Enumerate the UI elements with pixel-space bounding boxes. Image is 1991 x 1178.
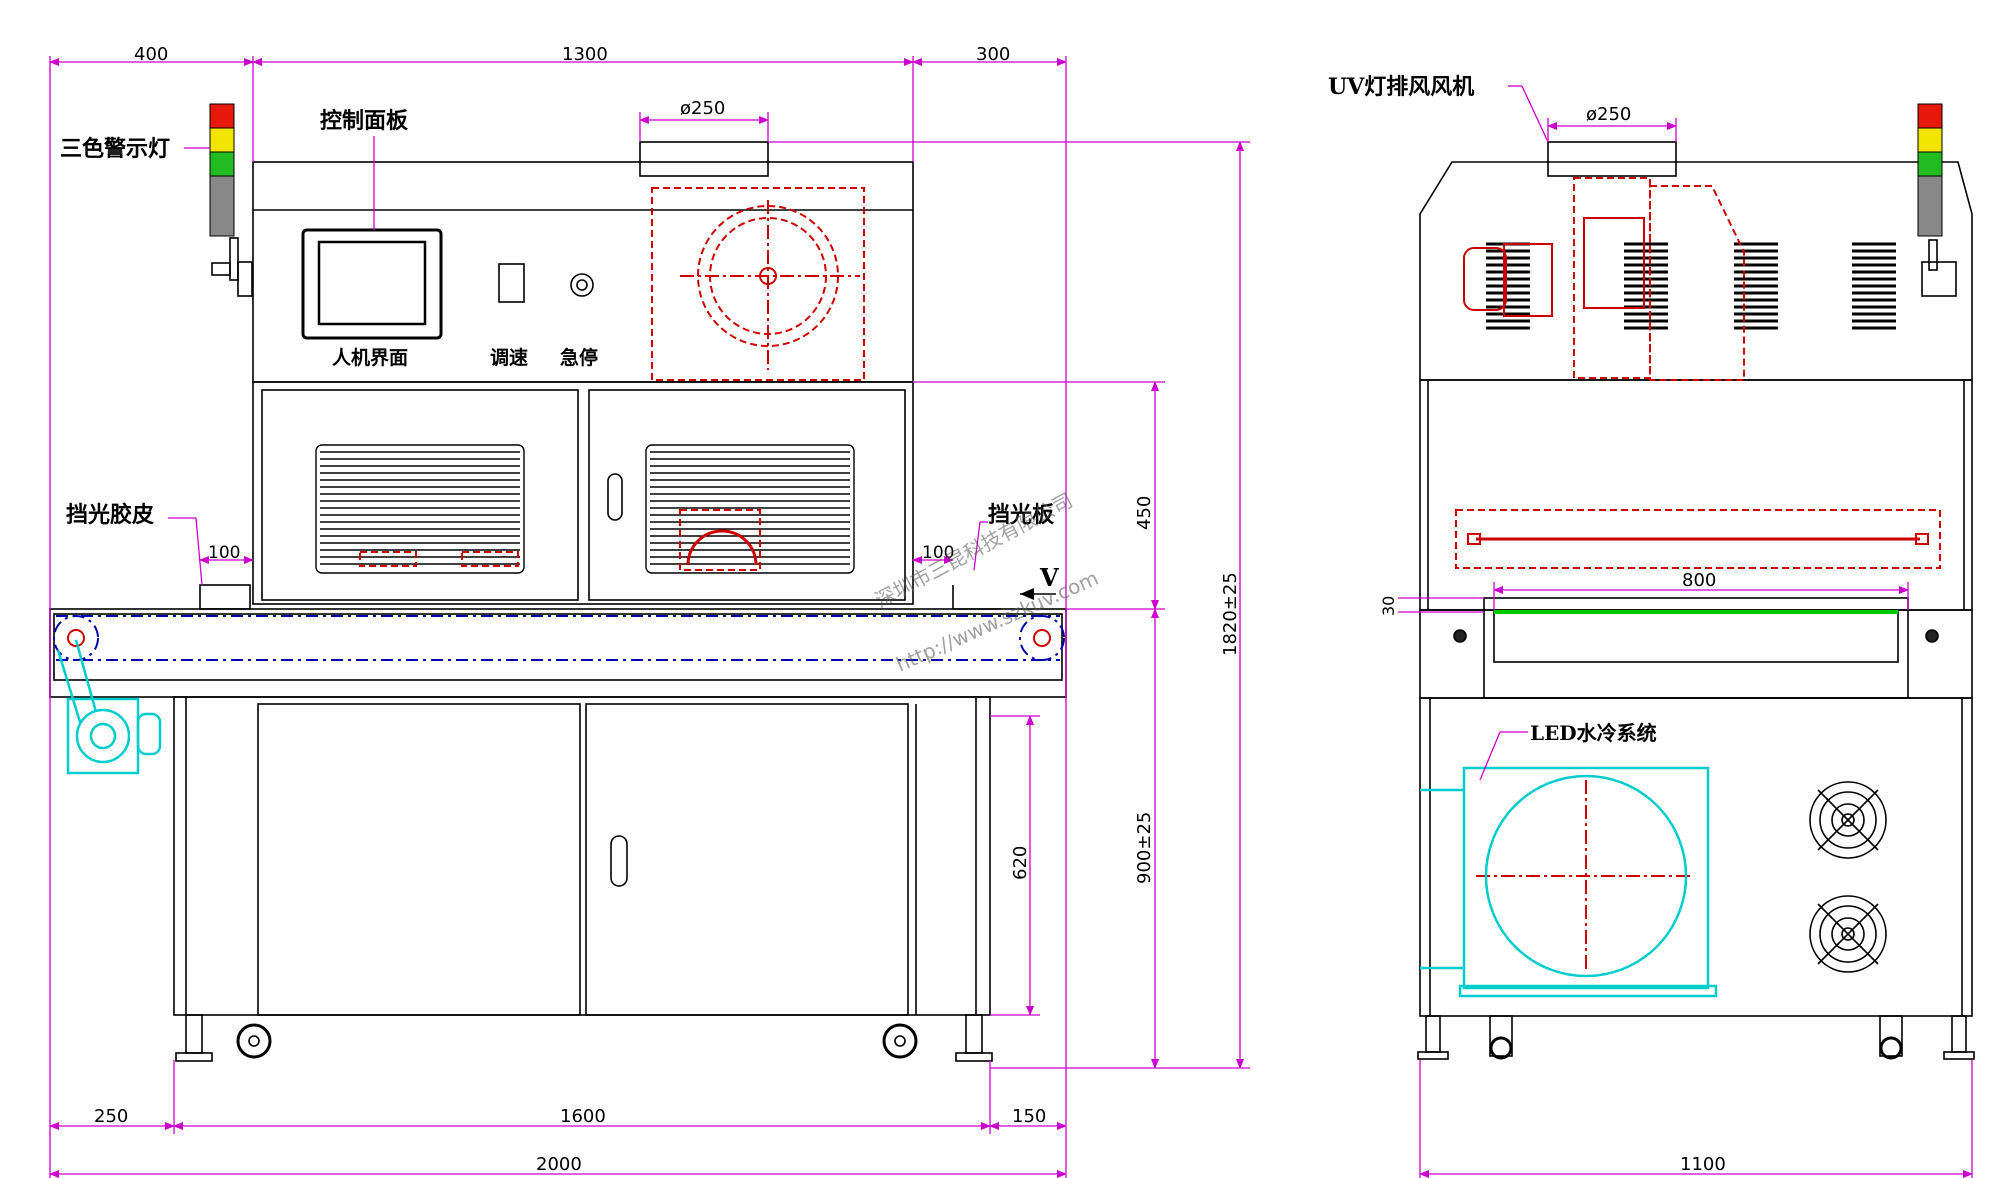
dim-bottom-left: 250 [94, 1106, 128, 1127]
dim-cabinet-height: 620 [1010, 846, 1031, 880]
uv-lamp-tube [1455, 509, 1941, 569]
dim-bottom-right: 150 [1012, 1106, 1046, 1127]
label-light-plate: 挡光板 [988, 502, 1055, 528]
side-lower-cabinet [1419, 697, 1973, 1017]
dimension-lines [49, 56, 1973, 1178]
dim-duct-side: ø250 [1586, 104, 1631, 125]
dim-upper-height: 450 [1134, 496, 1155, 530]
dim-overall-length: 2000 [536, 1154, 582, 1175]
label-warning-light: 三色警示灯 [60, 136, 170, 162]
dim-top-mid: 1300 [562, 44, 608, 65]
side-conveyor [1419, 609, 1973, 699]
warning-light-side [1917, 103, 1943, 237]
fan-guard-upper [1809, 781, 1887, 859]
dim-conveyor-height: 900±25 [1134, 812, 1155, 884]
dim-duct-front: ø250 [680, 98, 725, 119]
hmi-screen [301, 228, 443, 340]
dim-belt-width: 800 [1682, 570, 1716, 591]
label-hmi: 人机界面 [332, 347, 408, 369]
dim-total-height: 1820±25 [1220, 572, 1241, 656]
label-uv-fan: UV灯排风风机 [1328, 74, 1474, 100]
lower-cabinet [173, 696, 991, 1016]
fan-guard-lower [1809, 895, 1887, 973]
dim-curtain-right: 100 [922, 543, 954, 563]
led-cooling-unit [1420, 766, 1718, 998]
side-louvres [1486, 242, 1896, 330]
drive-motor [56, 639, 162, 775]
dim-side-width: 1100 [1680, 1154, 1726, 1175]
lamp-section [252, 381, 914, 605]
label-control-panel: 控制面板 [320, 108, 409, 134]
warning-light-front [209, 103, 235, 237]
side-duct [1547, 141, 1677, 177]
label-velocity: V [1039, 563, 1059, 592]
door-handle-lower [610, 835, 628, 887]
estop-button [570, 273, 594, 297]
dim-gap-30: 30 [1379, 596, 1398, 616]
curtain-rubber [199, 584, 251, 610]
dim-bottom-mid: 1600 [560, 1106, 606, 1127]
side-view [1417, 141, 1975, 1060]
dim-top-right: 300 [976, 44, 1010, 65]
label-estop: 急停 [560, 346, 598, 369]
fan-hidden-side [1455, 177, 1941, 970]
exhaust-duct [639, 141, 769, 177]
conveyor-belt [53, 615, 1065, 661]
label-light-rubber: 挡光胶皮 [66, 502, 154, 528]
caster-left [236, 1023, 272, 1059]
dim-top-left: 400 [134, 44, 168, 65]
dim-curtain-left: 100 [208, 543, 240, 563]
fan-hidden-front [359, 187, 865, 571]
front-louvres [315, 444, 855, 574]
caster-right [882, 1023, 918, 1059]
front-view [49, 141, 1067, 1062]
label-speed: 调速 [490, 346, 528, 369]
velocity-arrow [1020, 588, 1056, 600]
speed-control [498, 263, 525, 303]
door-handle-upper [607, 473, 623, 521]
leader-lines [168, 85, 1549, 781]
label-led-cooling: LED水冷系统 [1530, 721, 1657, 745]
